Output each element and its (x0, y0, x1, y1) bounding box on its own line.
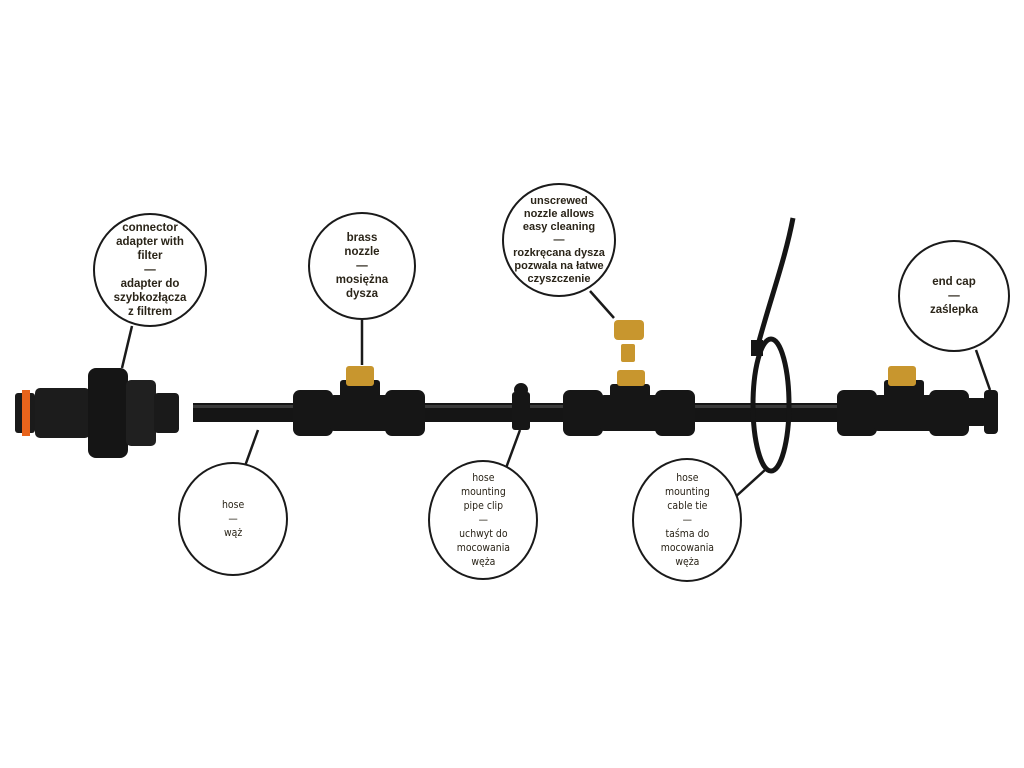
label-en: easy cleaning (522, 220, 596, 233)
label-pl: czyszczenie (527, 272, 591, 285)
label-en: mounting (460, 485, 506, 498)
leader-hose (243, 429, 260, 467)
tee-fitting-3 (837, 380, 969, 436)
label-pl: szybkozłącza (113, 292, 187, 304)
callout-hose: hose — wąż (178, 462, 288, 576)
callout-brass-nozzle: brass nozzle — mosiężna dysza (308, 212, 416, 320)
label-en: mounting (664, 485, 710, 498)
label-en: unscrewed (530, 194, 588, 207)
label-dash: — (356, 260, 368, 272)
label-dash: — (682, 513, 692, 526)
label-pl: wąż (223, 526, 243, 539)
callout-unscrewed-nozzle: unscrewed nozzle allows easy cleaning — … (502, 183, 616, 297)
orange-ring (22, 390, 30, 436)
label-dash: — (144, 264, 156, 276)
label-pl: zaślepka (930, 304, 978, 316)
end-cap (966, 390, 998, 434)
label-pl: dysza (346, 288, 378, 300)
label-en: hose (471, 471, 495, 484)
brass-nozzle-1 (346, 366, 374, 386)
label-en: filter (137, 250, 163, 262)
label-pl: węża (470, 555, 496, 568)
brass-nozzle-base (617, 370, 645, 386)
connector-adapter (15, 368, 179, 458)
label-en: end cap (932, 276, 976, 288)
brass-nozzle-3 (888, 366, 916, 386)
callout-end-cap: end cap — zaślepka (898, 240, 1010, 352)
label-en: brass (346, 232, 378, 244)
callout-cable-tie: hose mounting cable tie — taśma do mocow… (632, 458, 742, 582)
label-dash: — (478, 513, 488, 526)
label-dash: — (948, 290, 960, 302)
label-en: nozzle (344, 246, 380, 258)
label-dash: — (228, 512, 238, 525)
pipe-clip (512, 383, 530, 430)
label-pl: pozwala na łatwe (514, 259, 604, 272)
callout-pipe-clip: hose mounting pipe clip — uchwyt do moco… (428, 460, 538, 580)
label-pl: mocowania (456, 541, 510, 554)
label-pl: uchwyt do (458, 527, 508, 540)
callout-connector-adapter: connector adapter with filter — adapter … (93, 213, 207, 327)
label-pl: taśma do (665, 527, 709, 540)
brass-nozzle-cap-unscrewed (614, 320, 644, 340)
label-en: hose (675, 471, 699, 484)
leader-unscrewed-nozzle (589, 290, 615, 319)
label-en: connector (122, 222, 178, 234)
leader-lines (120, 290, 992, 501)
label-pl: mosiężna (335, 274, 389, 286)
label-pl: rozkręcana dysza (513, 246, 605, 259)
tee-fitting-1 (293, 380, 425, 436)
label-pl: z filtrem (127, 306, 173, 318)
label-dash: — (553, 233, 565, 246)
leader-end-cap (974, 349, 992, 391)
leader-pipe-clip (504, 429, 522, 469)
label-en: nozzle allows (523, 207, 595, 220)
label-en: adapter with (116, 236, 184, 248)
label-en: cable tie (666, 499, 708, 512)
brass-nozzle-insert (621, 344, 635, 362)
label-pl: adapter do (120, 278, 180, 290)
label-en: pipe clip (463, 499, 503, 512)
leader-connector (120, 325, 134, 369)
label-en: hose (221, 498, 245, 511)
cable-tie (750, 217, 796, 474)
label-pl: mocowania (660, 541, 714, 554)
tee-fitting-2 (563, 384, 695, 436)
label-pl: węża (674, 555, 700, 568)
